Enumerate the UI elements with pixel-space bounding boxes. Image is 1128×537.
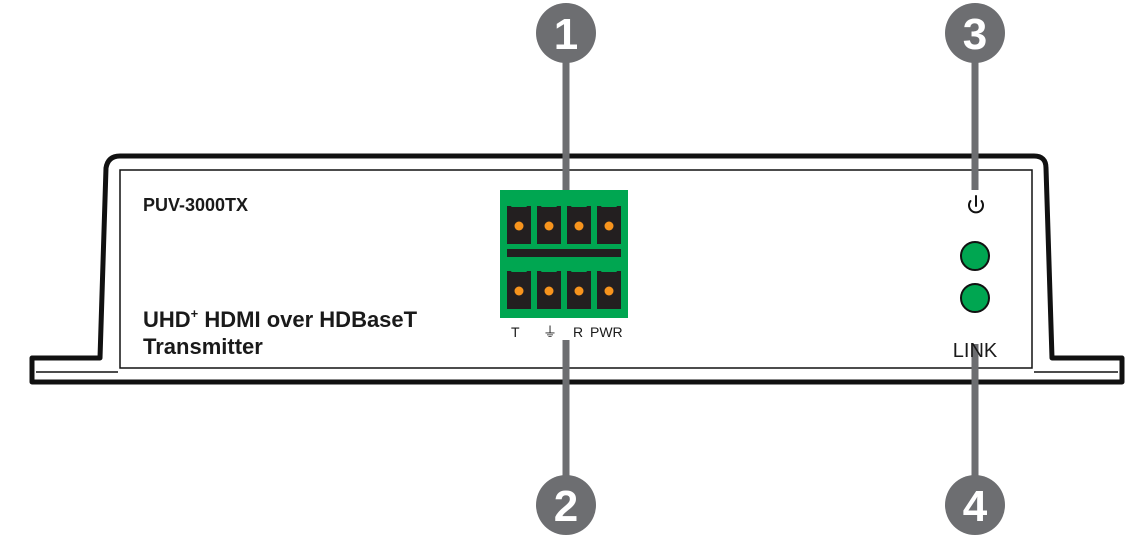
terminal-block-connector: [500, 190, 628, 318]
terminal-screw-pin: [604, 221, 614, 231]
callout-4-number: 4: [963, 482, 988, 531]
socket-key-triangle: [541, 259, 557, 272]
socket-key-triangle: [601, 194, 617, 207]
product-title-line1: UHD+ HDMI over HDBaseT: [143, 306, 418, 332]
terminal-screw-pin: [604, 286, 614, 296]
callout-1-number: 1: [554, 10, 578, 59]
title-rest: HDMI over HDBaseT: [198, 307, 417, 332]
connector-divider: [507, 249, 621, 257]
callout-3: 3: [945, 3, 1005, 63]
terminal-label-t: T: [511, 324, 520, 340]
terminal-label-r: R: [573, 324, 583, 340]
terminal-label-pwr: PWR: [590, 324, 623, 340]
terminal-screw-pin: [514, 221, 524, 231]
product-title-line2: Transmitter: [143, 334, 263, 359]
callout-1: 1: [536, 3, 596, 63]
socket-key-triangle: [541, 194, 557, 207]
socket-key-triangle: [571, 194, 587, 207]
title-prefix: UHD: [143, 307, 191, 332]
title-superscript: +: [191, 306, 199, 321]
callout-2: 2: [536, 475, 596, 535]
socket-key-triangle: [571, 259, 587, 272]
terminal-screw-pin: [574, 221, 584, 231]
link-label: LINK: [953, 340, 998, 362]
callout-4: 4: [945, 475, 1005, 535]
power-icon: [968, 195, 984, 214]
terminal-screw-pin: [514, 286, 524, 296]
power-led: [960, 241, 990, 271]
link-led: [960, 283, 990, 313]
socket-key-triangle: [601, 259, 617, 272]
callout-3-number: 3: [963, 10, 987, 59]
terminal-screw-pin: [544, 221, 554, 231]
socket-key-triangle: [511, 194, 527, 207]
model-name: PUV-3000TX: [143, 195, 248, 215]
terminal-screw-pin: [574, 286, 584, 296]
callout-2-number: 2: [554, 482, 578, 531]
terminal-label-ground: ⏚: [543, 324, 557, 340]
terminal-screw-pin: [544, 286, 554, 296]
socket-key-triangle: [511, 259, 527, 272]
